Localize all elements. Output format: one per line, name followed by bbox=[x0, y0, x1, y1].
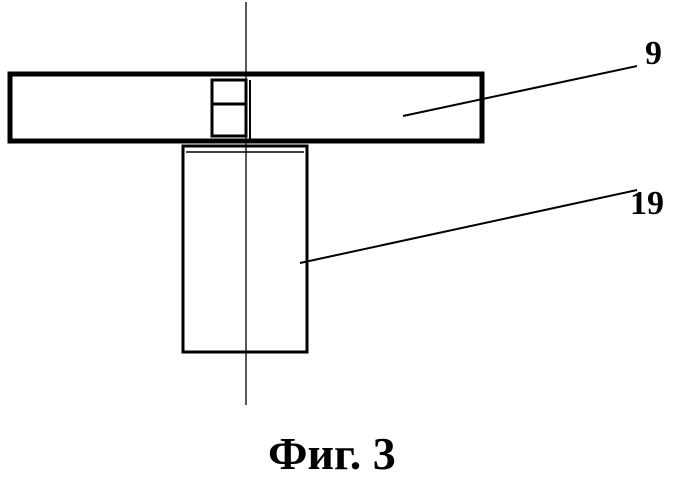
plate-insert-upper-square bbox=[212, 80, 246, 104]
plate-insert-lower-square bbox=[212, 104, 246, 136]
ref-label-19: 19 bbox=[630, 185, 664, 222]
leader-line-19 bbox=[300, 190, 637, 263]
stem-part-19 bbox=[183, 146, 307, 352]
ref-label-9: 9 bbox=[645, 35, 662, 72]
figure-caption: Фиг. 3 bbox=[268, 428, 396, 477]
